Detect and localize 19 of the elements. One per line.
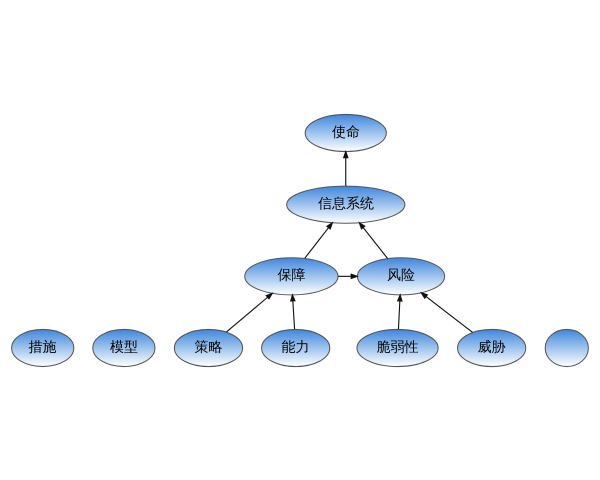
arrow: [396, 292, 403, 329]
node-ellipse: 风险: [356, 256, 446, 295]
arrow: [304, 221, 334, 258]
node-ellipse: 能力: [261, 328, 330, 367]
node-ellipse: 策略: [174, 328, 244, 367]
node-ellipse: 威胁: [457, 328, 526, 367]
arrow: [420, 291, 473, 332]
node-ellipse: 信息系统: [286, 185, 406, 224]
node-ellipse: 模型: [92, 328, 156, 367]
node-ellipse: 使命: [304, 113, 387, 152]
arrow: [338, 272, 359, 279]
arrow: [226, 292, 274, 332]
node-ellipse: [544, 328, 589, 367]
node-ellipse: 保障: [244, 256, 338, 295]
arrow: [358, 220, 388, 258]
node-ellipse: 脆弱性: [356, 328, 439, 367]
node-ellipse: 措施: [11, 328, 74, 367]
arrow: [290, 292, 296, 329]
arrow: [342, 149, 349, 186]
